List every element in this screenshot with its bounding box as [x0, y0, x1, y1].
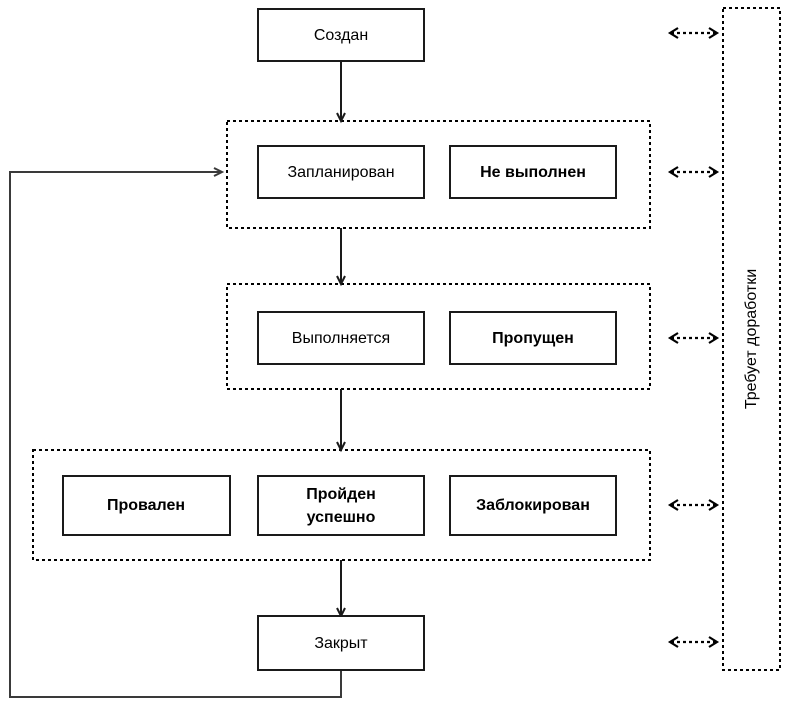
group-in-progress-boundary [226, 283, 651, 390]
node-blocked-box[interactable] [449, 475, 617, 536]
node-blocked-label: Заблокирован [476, 497, 590, 514]
node-closed-box[interactable] [257, 615, 425, 671]
state-nodes: Создан Запланирован Не выполнен Выполняе… [62, 8, 617, 671]
node-not-executed[interactable]: Не выполнен [449, 145, 617, 199]
node-not-executed-box[interactable] [449, 145, 617, 199]
group-planned-boundary [226, 120, 651, 229]
node-skipped-box[interactable] [449, 311, 617, 365]
node-passed-box[interactable] [257, 475, 425, 536]
node-skipped-label: Пропущен [492, 330, 574, 347]
node-failed-box[interactable] [62, 475, 231, 536]
rework-panel-label: Требует доработки [743, 269, 760, 409]
node-failed[interactable]: Провален [62, 475, 231, 536]
loop-closed-to-planned [9, 167, 342, 698]
node-created-label: Создан [314, 27, 368, 44]
node-created[interactable]: Создан [257, 8, 425, 62]
node-passed-label: Пройден [306, 486, 376, 503]
rework-arrows [667, 27, 720, 648]
node-created-box[interactable] [257, 8, 425, 62]
node-planned-box[interactable] [257, 145, 425, 199]
rework-panel-boundary [722, 7, 781, 671]
node-not-executed-label: Не выполнен [480, 164, 586, 181]
rework-panel: Требует доработки [722, 7, 781, 671]
node-failed-label: Провален [107, 497, 185, 514]
node-closed-label: Закрыт [314, 635, 368, 652]
node-passed-label-line2: успешно [307, 509, 376, 526]
node-planned[interactable]: Запланирован [257, 145, 425, 199]
node-skipped[interactable]: Пропущен [449, 311, 617, 365]
node-closed[interactable]: Закрыт [257, 615, 425, 671]
node-passed[interactable]: Пройден успешно [257, 475, 425, 536]
node-in-progress[interactable]: Выполняется [257, 311, 425, 365]
node-in-progress-label: Выполняется [292, 330, 390, 347]
node-in-progress-box[interactable] [257, 311, 425, 365]
node-planned-label: Запланирован [287, 164, 394, 181]
node-blocked[interactable]: Заблокирован [449, 475, 617, 536]
